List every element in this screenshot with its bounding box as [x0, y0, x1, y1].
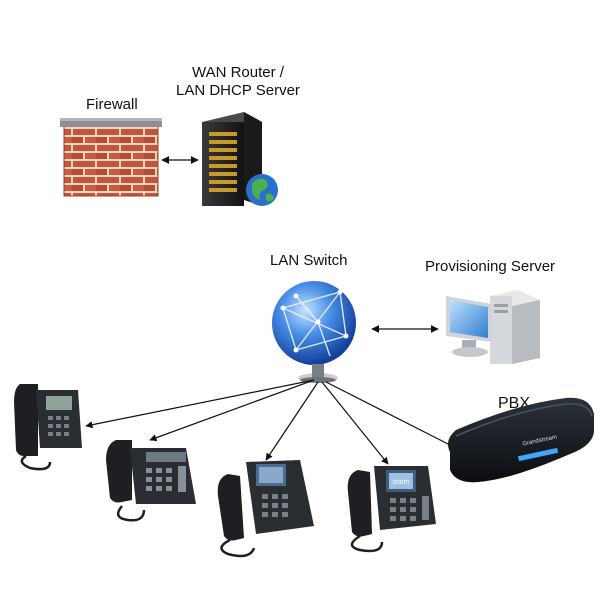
- pbx-device: Grandstream: [448, 397, 594, 483]
- switch-pbx-link: [325, 381, 453, 447]
- switch-phone1-link: [85, 379, 315, 429]
- server-icon: [202, 112, 278, 206]
- ip-phone-2: [106, 440, 196, 522]
- firewall-icon: [60, 118, 162, 197]
- switch-label: LAN Switch: [270, 252, 348, 269]
- switch-phone3-link: [265, 381, 319, 461]
- phone-screen-text: snom: [392, 479, 409, 486]
- router-label-line1: WAN Router /: [191, 64, 284, 81]
- ip-phone-3: [217, 460, 314, 558]
- ip-phone-4: snom: [347, 466, 436, 553]
- globe-icon: [272, 281, 356, 383]
- computer-icon: [446, 290, 540, 364]
- ip-phone-1: [14, 384, 82, 471]
- router-label-line2: LAN DHCP Server: [176, 82, 300, 99]
- firewall-label: Firewall: [86, 96, 138, 113]
- provisioning-label: Provisioning Server: [425, 258, 556, 275]
- switch-phone2-link: [149, 379, 315, 442]
- router-label: WAN Router / LAN DHCP Server: [176, 64, 300, 100]
- switch-phone4-link: [321, 381, 389, 465]
